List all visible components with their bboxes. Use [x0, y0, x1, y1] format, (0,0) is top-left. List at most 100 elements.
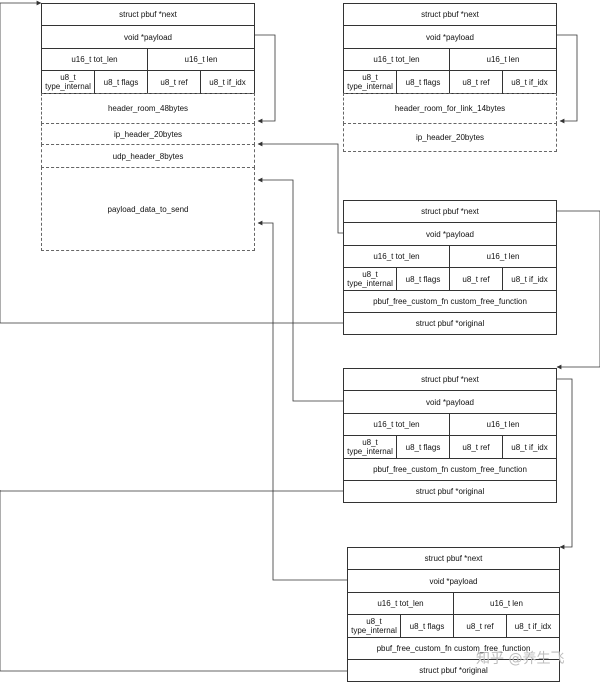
- flags-label: u8_t flags: [405, 77, 441, 87]
- free-fn-label: pbuf_free_custom_fn custom_free_function: [373, 297, 527, 306]
- next-label: struct pbuf *next: [421, 10, 479, 19]
- flags-label: u8_t flags: [405, 442, 441, 452]
- ip-header-area: ip_header_20bytes: [343, 123, 557, 152]
- payload-label: void *payload: [123, 32, 173, 42]
- if-idx-label: u8_t if_idx: [511, 442, 548, 452]
- if-idx-field: u8_t if_idx: [502, 70, 557, 94]
- if-idx-label: u8_t if_idx: [514, 621, 552, 631]
- header-room-area: header_room_48bytes: [41, 93, 255, 124]
- type-internal-label: u8_t type_internal: [347, 73, 393, 91]
- payload-field: void *payload: [41, 25, 255, 49]
- tot-len-label: u16_t tot_len: [377, 599, 424, 608]
- len-field: u16_t len: [449, 245, 557, 268]
- arrow-c1-payload: [257, 141, 343, 234]
- free-fn-label: pbuf_free_custom_fn custom_free_function: [376, 644, 531, 653]
- tot-len-field: u16_t tot_len: [343, 245, 450, 268]
- free-fn-field: pbuf_free_custom_fn custom_free_function: [343, 290, 557, 313]
- arrow-s1-payload: [255, 34, 276, 124]
- tot-len-label: u16_t tot_len: [373, 420, 420, 429]
- next-field: struct pbuf *next: [41, 3, 255, 26]
- next-label: struct pbuf *next: [119, 10, 177, 19]
- original-label: struct pbuf *original: [419, 666, 488, 675]
- type-internal-field: u8_t type_internal: [343, 267, 397, 291]
- next-field: struct pbuf *next: [343, 368, 557, 391]
- arrow-c2-payload: [257, 177, 343, 402]
- next-field: struct pbuf *next: [347, 547, 560, 570]
- if-idx-field: u8_t if_idx: [200, 70, 255, 94]
- pbuf-custom-1: struct pbuf *next void *payload u16_t to…: [343, 200, 557, 335]
- tot-len-field: u16_t tot_len: [41, 48, 148, 71]
- type-internal-field: u8_t type_internal: [343, 70, 397, 94]
- ip-header-area: ip_header_20bytes: [41, 123, 255, 145]
- type-internal-field: u8_t type_internal: [343, 435, 397, 459]
- next-field: struct pbuf *next: [343, 200, 557, 223]
- arrow-c3-original: [0, 490, 347, 672]
- next-label: struct pbuf *next: [424, 554, 483, 563]
- len-field: u16_t len: [449, 413, 557, 436]
- watermark: 知乎 @养生飞: [476, 651, 565, 667]
- original-label: struct pbuf *original: [415, 319, 485, 328]
- payload-data-area: payload_data_to_send: [41, 167, 255, 251]
- tot-len-field: u16_t tot_len: [343, 413, 450, 436]
- arrow-s2-payload: [557, 34, 578, 124]
- next-label: struct pbuf *next: [421, 375, 479, 384]
- payload-field: void *payload: [343, 25, 557, 49]
- original-field: struct pbuf *original: [343, 312, 557, 335]
- free-fn-field: pbuf_free_custom_fn custom_free_function: [343, 458, 557, 481]
- ref-field: u8_t ref: [449, 70, 503, 94]
- pbuf-struct-2: struct pbuf *next void *payload u16_t to…: [343, 3, 557, 152]
- payload-label: void *payload: [425, 229, 475, 239]
- flags-label: u8_t flags: [405, 274, 441, 284]
- ref-label: u8_t ref: [466, 621, 494, 631]
- ref-field: u8_t ref: [449, 267, 503, 291]
- arrow-c2-next: [557, 378, 573, 550]
- original-field: struct pbuf *original: [347, 659, 560, 682]
- arrow-c3-payload: [257, 220, 347, 581]
- flags-label: u8_t flags: [103, 77, 139, 87]
- type-internal-label: u8_t type_internal: [351, 617, 397, 635]
- ref-field: u8_t ref: [147, 70, 201, 94]
- type-internal-label: u8_t type_internal: [45, 73, 91, 91]
- if-idx-field: u8_t if_idx: [502, 267, 557, 291]
- if-idx-label: u8_t if_idx: [511, 274, 548, 284]
- type-internal-field: u8_t type_internal: [347, 614, 401, 638]
- len-label: u16_t len: [490, 599, 523, 608]
- len-label: u16_t len: [184, 55, 218, 64]
- tot-len-label: u16_t tot_len: [373, 55, 420, 64]
- ref-label: u8_t ref: [462, 77, 490, 87]
- pbuf-custom-3: struct pbuf *next void *payload u16_t to…: [347, 547, 560, 682]
- next-field: struct pbuf *next: [343, 3, 557, 26]
- ref-label: u8_t ref: [160, 77, 188, 87]
- ref-label: u8_t ref: [462, 442, 490, 452]
- if-idx-field: u8_t if_idx: [506, 614, 560, 638]
- type-internal-field: u8_t type_internal: [41, 70, 95, 94]
- payload-field: void *payload: [343, 222, 557, 246]
- flags-label: u8_t flags: [409, 621, 445, 631]
- arrow-c1-original: [0, 0, 343, 324]
- type-internal-label: u8_t type_internal: [347, 438, 393, 456]
- payload-data-label: payload_data_to_send: [107, 204, 189, 214]
- len-label: u16_t len: [486, 55, 520, 64]
- udp-header-area: udp_header_8bytes: [41, 144, 255, 168]
- ref-label: u8_t ref: [462, 274, 490, 284]
- header-room-label: header_room_48bytes: [107, 104, 189, 113]
- len-field: u16_t len: [453, 592, 560, 615]
- ip-header-label: ip_header_20bytes: [113, 129, 183, 139]
- ref-field: u8_t ref: [453, 614, 507, 638]
- len-label: u16_t len: [486, 420, 520, 429]
- next-label: struct pbuf *next: [421, 207, 479, 216]
- if-idx-label: u8_t if_idx: [209, 77, 246, 87]
- len-label: u16_t len: [486, 252, 520, 261]
- payload-label: void *payload: [429, 576, 478, 586]
- type-internal-label: u8_t type_internal: [347, 270, 393, 288]
- flags-field: u8_t flags: [396, 70, 450, 94]
- tot-len-field: u16_t tot_len: [343, 48, 450, 71]
- payload-field: void *payload: [347, 569, 560, 593]
- free-fn-label: pbuf_free_custom_fn custom_free_function: [373, 465, 527, 474]
- tot-len-field: u16_t tot_len: [347, 592, 454, 615]
- header-room-label: header_room_for_link_14bytes: [394, 104, 506, 113]
- payload-field: void *payload: [343, 390, 557, 414]
- header-room-area: header_room_for_link_14bytes: [343, 93, 557, 124]
- pbuf-custom-2: struct pbuf *next void *payload u16_t to…: [343, 368, 557, 503]
